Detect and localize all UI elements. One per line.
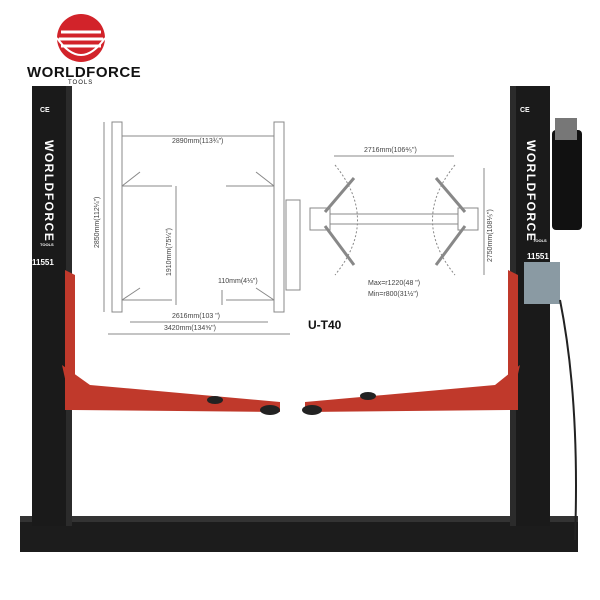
logo-text: WORLDFORCE [27,64,142,81]
dim-min-height: 110mm(4⅓") [218,278,258,285]
front-view-diagram [103,121,301,335]
left-column-number: 11551 [32,258,54,267]
left-ce-mark: CE [40,107,50,114]
dim-drive-through: 2616mm(103 ") [172,313,221,320]
dim-inner-width: 2890mm(113¾") [172,138,224,145]
left-column [32,86,70,526]
control-box [524,262,560,304]
model-label: U-T40 [308,318,342,332]
dim-lift-height: 1910mm(75¼") [166,227,173,276]
pump-tank [552,130,582,230]
right-column-brand: WORLDFORCE [524,140,538,243]
dim-max-reach: Max=r1220(48 ") [368,280,421,287]
right-column-sub: TOOLS [533,238,547,243]
right-column-number: 11551 [527,252,549,261]
worldforce-logo-globe-icon [56,14,106,62]
dim-top-depth: 2750mm(108⅕") [487,209,494,262]
top-view-diagram [309,155,485,276]
dim-min-reach: Min=r800(31½") [368,291,419,298]
right-ce-mark: CE [520,107,530,114]
left-arm [62,365,280,412]
right-arm [305,365,520,412]
right-column [512,86,550,526]
dim-overall-width: 3420mm(134⅝") [164,325,216,332]
dim-top-width: 2716mm(106⅘") [364,147,417,154]
left-column-brand: WORLDFORCE [42,140,56,243]
pump-motor [555,118,577,140]
logo-subtext: TOOLS [68,80,94,86]
dim-height: 2850mm(112¼") [94,196,101,248]
left-column-sub: TOOLS [40,242,54,247]
